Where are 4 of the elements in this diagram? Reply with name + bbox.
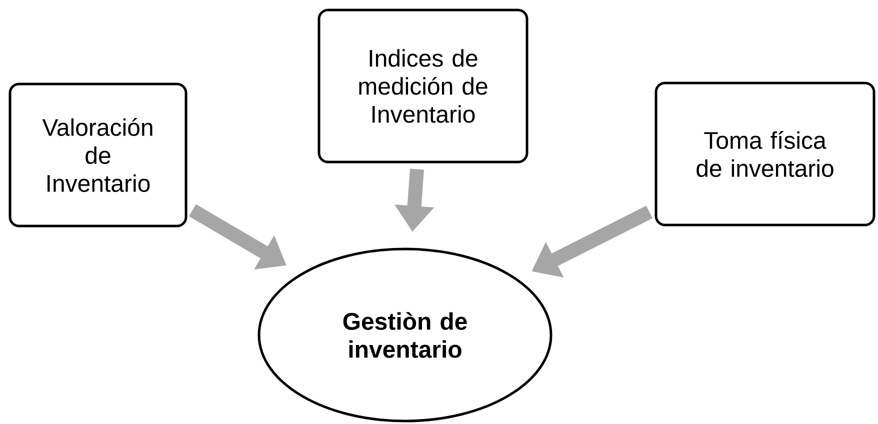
text-box: Toma física de inventario	[654, 82, 876, 226]
ellipse-node: Gestiòn de inventario	[258, 248, 552, 422]
text-box: Indices de medición de Inventario	[318, 8, 528, 164]
text-box: Valoración de Inventario	[8, 82, 188, 228]
